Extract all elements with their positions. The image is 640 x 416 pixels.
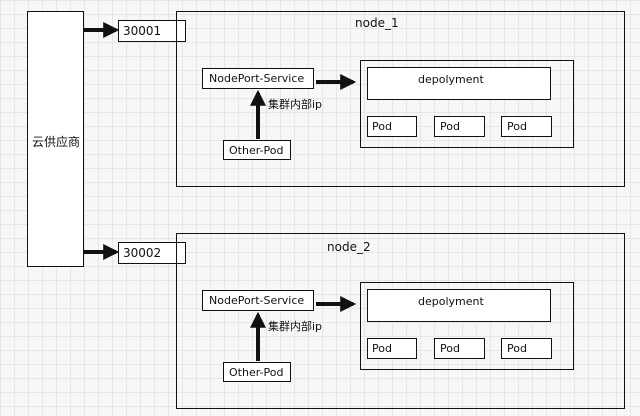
deployment-box: depolyment <box>367 67 551 100</box>
pod-box: Pod <box>434 338 485 359</box>
pod-box: Pod <box>367 116 417 137</box>
pod-label: Pod <box>507 342 527 355</box>
pod-label: Pod <box>440 342 460 355</box>
nodeport-service-label: NodePort-Service <box>209 72 305 85</box>
pod-box: Pod <box>501 338 552 359</box>
other-pod-box: Other-Pod <box>223 362 291 382</box>
port-box-30002: 30002 <box>118 242 186 264</box>
nodeport-service-box: NodePort-Service <box>202 290 314 311</box>
cloud-provider-box: 云供应商 <box>27 11 84 267</box>
port-label: 30001 <box>123 24 162 38</box>
node-title: node_2 <box>327 240 371 254</box>
nodeport-service-box: NodePort-Service <box>202 68 314 89</box>
pod-label: Pod <box>507 120 527 133</box>
pod-label: Pod <box>440 120 460 133</box>
node-box: node_1 <box>176 11 625 187</box>
deployment-group-box <box>360 60 574 148</box>
pod-box: Pod <box>501 116 552 137</box>
deployment-group-box <box>360 282 574 370</box>
deployment-box: depolyment <box>367 289 551 322</box>
other-pod-label: Other-Pod <box>229 144 284 157</box>
node-title: node_1 <box>355 16 399 30</box>
cloud-provider-label: 云供应商 <box>32 135 81 149</box>
cluster-ip-label: 集群内部ip <box>268 98 323 111</box>
port-label: 30002 <box>123 246 162 260</box>
nodeport-service-label: NodePort-Service <box>209 294 305 307</box>
deployment-label: depolyment <box>418 73 484 86</box>
pod-box: Pod <box>434 116 485 137</box>
cluster-ip-label: 集群内部ip <box>268 320 323 333</box>
other-pod-label: Other-Pod <box>229 366 284 379</box>
other-pod-box: Other-Pod <box>223 140 291 160</box>
port-box-30001: 30001 <box>118 20 186 42</box>
pod-box: Pod <box>367 338 417 359</box>
pod-label: Pod <box>372 120 392 133</box>
pod-label: Pod <box>372 342 392 355</box>
deployment-label: depolyment <box>418 295 484 308</box>
node-box: node_2 <box>176 233 625 409</box>
